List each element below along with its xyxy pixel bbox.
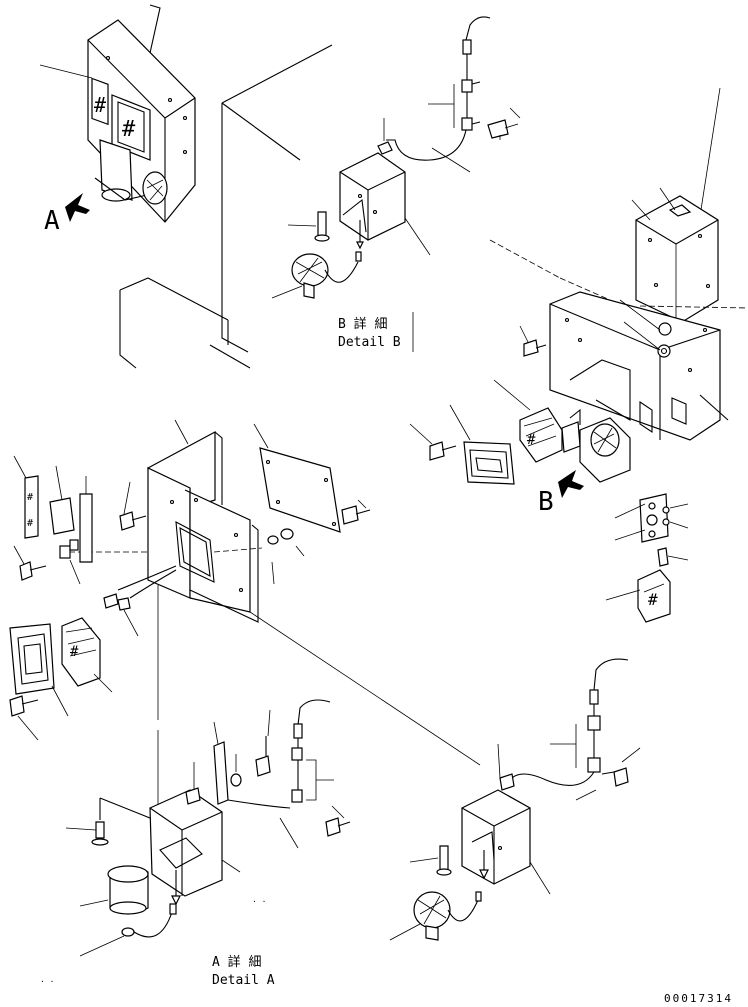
view-a-letter: A	[44, 206, 60, 236]
svg-text:#: #	[527, 432, 536, 448]
detail-b-upper-assembly: B 詳 細 Detail B	[271, 16, 521, 352]
drawing-number: 00017314	[664, 992, 733, 1005]
lower-right-assembly	[389, 658, 641, 941]
view-b-assembly: # B #	[409, 87, 748, 623]
svg-text:#: #	[94, 93, 106, 117]
cab-corner-lamp-assembly: # #	[39, 4, 196, 223]
detail-a-title-en: Detail A	[212, 973, 275, 988]
main-bracket-exploded: # # #	[9, 419, 481, 766]
svg-text:#: #	[648, 590, 658, 609]
svg-text:. .: . .	[252, 895, 266, 904]
detail-a-title-jp: A 詳 細	[212, 954, 261, 970]
svg-text:. .: . .	[40, 975, 54, 984]
detail-b-title-jp: B 詳 細	[338, 316, 387, 332]
svg-text:#: #	[27, 492, 33, 503]
svg-text:#: #	[122, 117, 136, 142]
cab-outline	[119, 44, 333, 369]
view-a-arrow: A	[44, 193, 90, 236]
detail-a-assembly: . . . . A 詳 細 Detail A	[40, 699, 351, 988]
svg-text:#: #	[70, 644, 79, 660]
view-b-letter: B	[538, 487, 554, 517]
svg-text:#: #	[27, 518, 33, 529]
detail-b-title-en: Detail B	[338, 335, 401, 350]
